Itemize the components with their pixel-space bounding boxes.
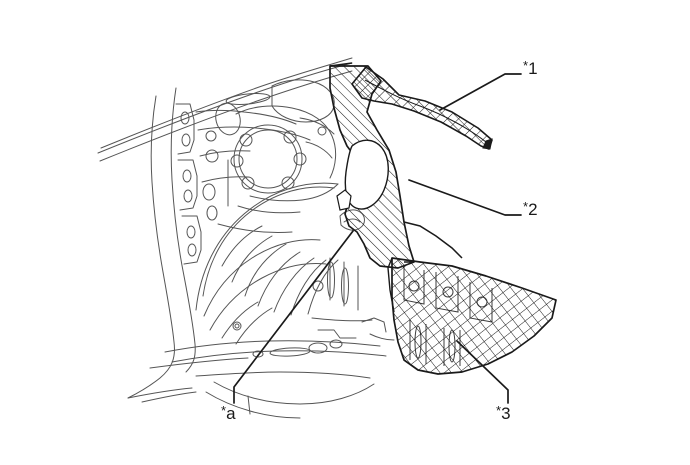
callout-1-asterisk: * (523, 58, 529, 73)
callout-3-asterisk: * (496, 403, 502, 418)
callout-2-number: 2 (528, 199, 538, 219)
leader-line-3 (456, 340, 509, 404)
part-2-hatched-region (329, 62, 415, 269)
part-3-hatched-region (387, 257, 557, 375)
callout-1-number: 1 (528, 58, 538, 78)
callout-label-3: *3 (496, 404, 511, 423)
callout-a-asterisk: * (221, 403, 227, 418)
leader-line-a (233, 230, 354, 404)
part-boundary-connector (403, 221, 463, 263)
callout-label-a: *a (221, 404, 236, 423)
callout-2-asterisk: * (523, 199, 529, 214)
leader-lines-group (233, 73, 522, 404)
callout-a-number: a (226, 403, 236, 423)
callout-3-number: 3 (501, 403, 511, 423)
callout-label-2: *2 (523, 200, 538, 219)
leader-line-2 (408, 179, 522, 216)
callout-label-1: *1 (523, 59, 538, 78)
leader-line-1 (439, 73, 522, 111)
body-outline-group (97, 57, 395, 419)
